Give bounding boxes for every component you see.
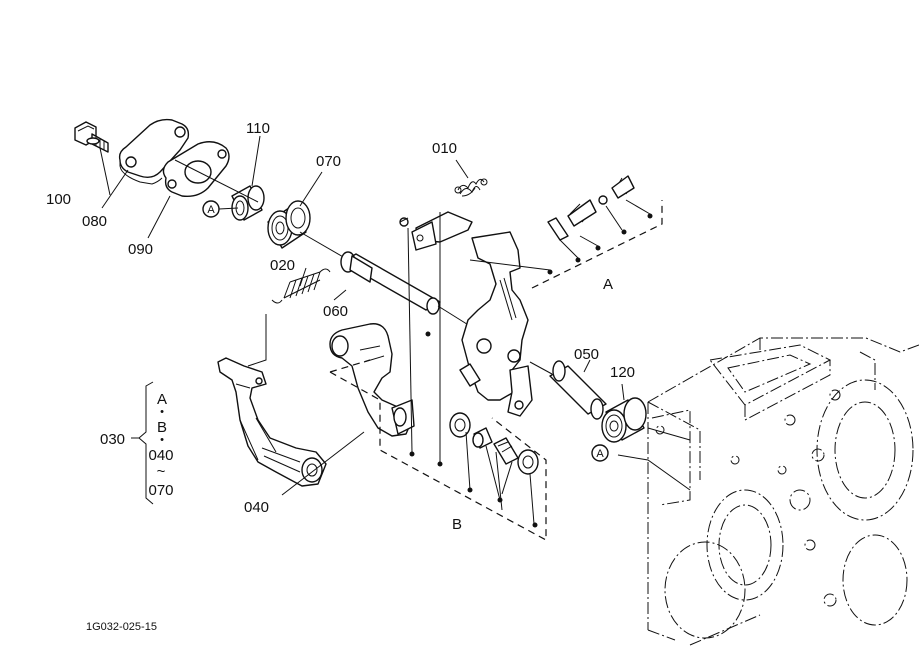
spring-010: [454, 178, 488, 197]
group-a-parts: [547, 175, 635, 241]
svg-text:A: A: [596, 448, 604, 460]
svg-text:B: B: [157, 419, 167, 436]
ref-marker-lower: A: [591, 444, 609, 462]
lever-040: [217, 357, 327, 487]
group-label-b: B: [452, 516, 462, 533]
group-label-a: A: [603, 276, 613, 293]
governor-lever-bracket: [459, 231, 533, 417]
engine-block-outline: [647, 337, 919, 646]
svg-text:•: •: [160, 406, 164, 418]
svg-text:040: 040: [148, 447, 173, 464]
shaft-060: [340, 251, 471, 327]
label-030: 030: [100, 431, 125, 448]
kit-030-bracket: A • B • 040 ~ 070: [131, 381, 174, 505]
label-100: 100: [46, 191, 71, 208]
bearing-120: [601, 397, 647, 443]
svg-text:•: •: [160, 434, 164, 446]
pin-b3: [493, 437, 519, 465]
plate-080: [118, 118, 190, 185]
bearing-070: [267, 200, 311, 249]
spring-020: [271, 268, 331, 304]
label-060: 060: [323, 303, 348, 320]
link-plate: [399, 211, 473, 251]
label-090: 090: [128, 241, 153, 258]
svg-text:A: A: [207, 204, 215, 216]
arm-lever: [329, 323, 415, 437]
leader-lines: [99, 135, 691, 525]
svg-text:~: ~: [157, 463, 166, 480]
ref-marker-upper: A: [202, 200, 220, 218]
label-010: 010: [432, 140, 457, 157]
bushing-b4: [517, 449, 539, 475]
svg-text:A: A: [157, 391, 167, 408]
label-110: 110: [246, 120, 270, 137]
svg-text:070: 070: [148, 482, 173, 499]
label-020: 020: [270, 257, 295, 274]
sleeve-050: [549, 360, 607, 420]
group-b-outline: [329, 371, 547, 542]
label-080: 080: [82, 213, 107, 230]
gasket-090: [162, 141, 230, 198]
group-a-outline: [531, 200, 663, 289]
bushing-b1: [449, 412, 471, 438]
bolt-100: [74, 121, 109, 153]
label-040: 040: [244, 499, 269, 516]
label-050: 050: [574, 346, 599, 363]
reference-dots: [409, 213, 653, 528]
label-070: 070: [316, 153, 341, 170]
collar-b2: [472, 427, 493, 449]
label-120: 120: [610, 364, 635, 381]
bushing-110: [231, 185, 265, 221]
drawing-code: 1G032-025-15: [86, 621, 157, 633]
